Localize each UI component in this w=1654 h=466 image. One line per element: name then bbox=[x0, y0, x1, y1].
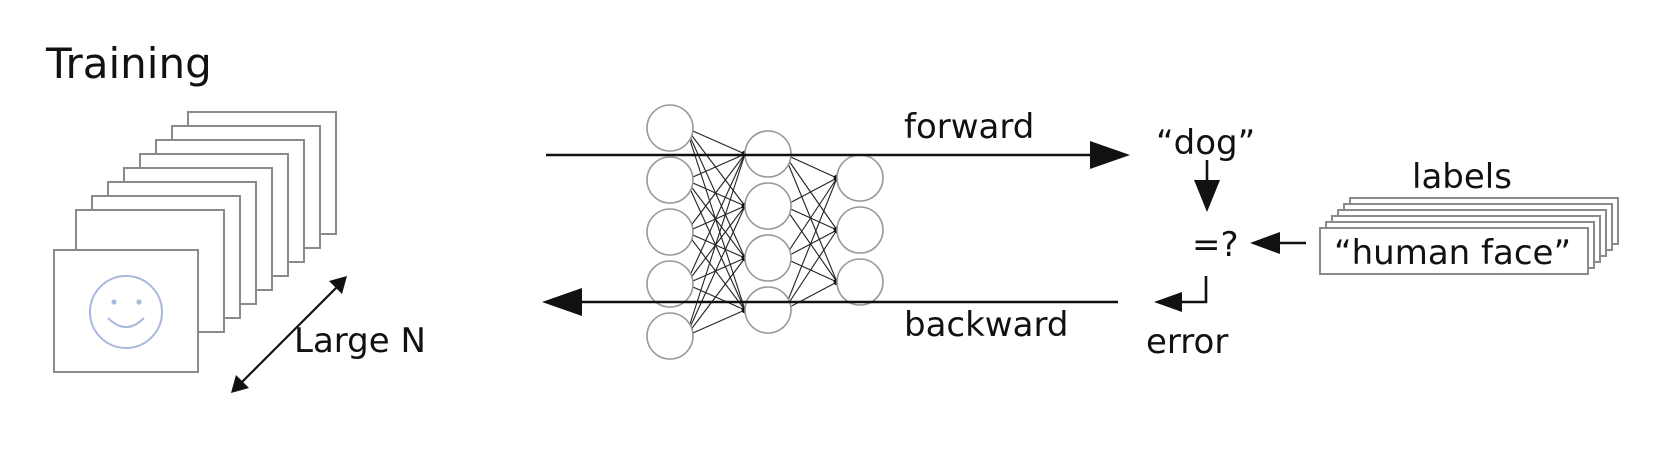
neuron-layer-1 bbox=[646, 104, 694, 152]
network-connection bbox=[685, 205, 746, 337]
network-connection bbox=[783, 153, 838, 179]
labels-header: labels bbox=[1412, 157, 1512, 197]
error-label: error bbox=[1146, 322, 1228, 362]
neuron-layer-1 bbox=[646, 260, 694, 308]
prediction-label: “dog” bbox=[1156, 123, 1255, 163]
labels-stack bbox=[1319, 197, 1619, 275]
network-connection bbox=[783, 177, 838, 259]
compare-symbol: =? bbox=[1192, 225, 1239, 265]
dataset-size-label: Large N bbox=[294, 321, 426, 361]
network-connection bbox=[685, 153, 746, 285]
forward-label: forward bbox=[904, 107, 1034, 147]
neuron-layer-1 bbox=[646, 156, 694, 204]
forward-arrow bbox=[546, 141, 1130, 169]
neuron-layer-1 bbox=[646, 208, 694, 256]
prediction-down-arrow bbox=[1194, 160, 1220, 212]
neuron-layer-3 bbox=[836, 206, 884, 254]
backward-arrow bbox=[542, 288, 1118, 316]
label-compare-arrow bbox=[1250, 232, 1306, 254]
image-frame-front bbox=[53, 249, 199, 373]
network-connection bbox=[685, 153, 746, 337]
network-connection bbox=[783, 229, 838, 311]
diagram-title: Training bbox=[45, 39, 212, 88]
neuron-layer-2 bbox=[744, 234, 792, 282]
error-arrow bbox=[1154, 276, 1208, 312]
network-connection bbox=[783, 177, 838, 311]
neuron-layer-3 bbox=[836, 258, 884, 306]
training-image-stack bbox=[53, 111, 337, 373]
neural-network bbox=[646, 104, 884, 360]
network-connection bbox=[685, 127, 746, 155]
neuron-layer-2 bbox=[744, 286, 792, 334]
neuron-layer-2 bbox=[744, 182, 792, 230]
network-connection bbox=[685, 153, 746, 233]
label-card-front bbox=[1319, 227, 1589, 275]
network-connection bbox=[685, 257, 746, 337]
smiley-face-icon bbox=[89, 275, 163, 349]
network-connection bbox=[685, 153, 746, 181]
network-connection bbox=[685, 309, 746, 337]
neuron-layer-3 bbox=[836, 154, 884, 202]
dataset-size-arrow bbox=[231, 276, 347, 393]
network-connection bbox=[783, 177, 838, 207]
network-connection bbox=[783, 281, 838, 311]
label-example: “human face” bbox=[1334, 233, 1571, 273]
neuron-layer-1 bbox=[646, 312, 694, 360]
backward-label: backward bbox=[904, 305, 1068, 345]
